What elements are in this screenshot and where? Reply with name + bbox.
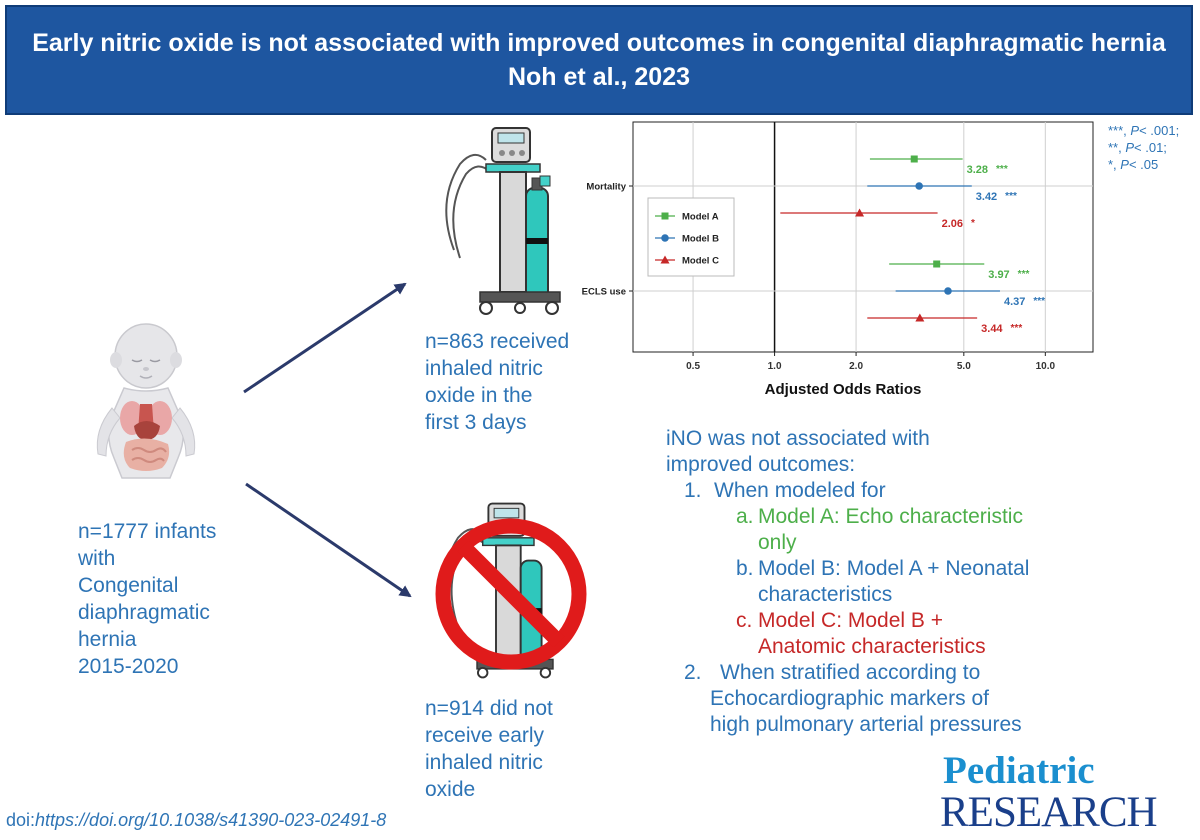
list-item: 2.When stratified according to — [684, 661, 981, 684]
legend-marker — [660, 255, 670, 264]
legend-label: Model B — [682, 234, 719, 245]
significance-stars: * — [971, 218, 975, 229]
caption-line: n=1777 infants — [78, 520, 217, 543]
caption-line: hernia — [78, 628, 137, 651]
data-label: 4.37 — [1004, 296, 1025, 308]
not-received-caption: n=914 did not receive early inhaled nitr… — [425, 695, 553, 803]
list-item-model-b-cont: characteristics — [758, 583, 893, 606]
caption-line: inhaled nitric — [425, 357, 543, 380]
list-item-cont: Echocardiographic markers of — [710, 687, 989, 710]
logo-line-2: RESEARCH — [940, 789, 1158, 836]
data-label: 3.97 — [988, 269, 1009, 281]
list-item-cont: high pulmonary arterial pressures — [710, 713, 1022, 736]
point-estimate — [933, 260, 941, 268]
caption-line: oxide in the — [425, 384, 533, 407]
data-label: 3.44 — [981, 323, 1003, 335]
significance-stars: *** — [1011, 323, 1023, 334]
doi-link[interactable]: https://doi.org/10.1038/s41390-023-02491… — [35, 810, 387, 830]
legend-marker — [661, 212, 669, 220]
legend-label: Model C — [682, 256, 719, 267]
y-category-label: Mortality — [586, 182, 626, 193]
point-estimate — [944, 287, 952, 295]
caption-line: n=863 received — [425, 330, 570, 353]
significance-stars: *** — [1033, 296, 1045, 307]
pvalue-line: **, P< .01; — [1108, 140, 1167, 155]
caption-line: oxide — [425, 778, 476, 801]
caption-line: inhaled nitric — [425, 751, 543, 774]
list-item-model-c-cont: Anatomic characteristics — [758, 635, 986, 658]
data-label: 2.06 — [942, 218, 963, 230]
list-item: 1.When modeled for — [684, 479, 886, 502]
data-label: 3.42 — [976, 191, 997, 203]
significance-stars: *** — [1018, 269, 1030, 280]
point-estimate — [915, 182, 923, 190]
list-item-model-b: b.Model B: Model A + Neonatal — [736, 557, 1030, 580]
caption-line: 2015-2020 — [78, 655, 179, 678]
received-caption: n=863 received inhaled nitric oxide in t… — [425, 328, 569, 436]
significance-stars: *** — [1005, 191, 1017, 202]
x-axis-label: Adjusted Odds Ratios — [765, 381, 922, 398]
findings-intro: improved outcomes: — [666, 453, 856, 476]
x-tick-label: 5.0 — [957, 361, 971, 372]
point-estimate — [910, 155, 918, 163]
list-item-model-a-cont: only — [758, 531, 797, 554]
oxygen-tank-cart-icon — [445, 127, 561, 315]
doi-prefix: doi: — [6, 810, 36, 830]
point-estimate — [855, 208, 865, 217]
infant-with-organs-icon — [96, 323, 196, 479]
list-item-model-c: c.Model C: Model B + — [736, 609, 944, 632]
findings-text: iNO was not associated with improved out… — [666, 426, 1029, 738]
pvalue-line: *, P< .05 — [1108, 157, 1159, 172]
pvalue-legend: ***, P< .001; **, P< .01; *, P< .05 — [1108, 122, 1179, 173]
title-banner: Early nitric oxide is not associated wit… — [5, 5, 1193, 115]
x-tick-label: 10.0 — [1036, 361, 1056, 372]
logo-line-1: Pediatric — [943, 749, 1095, 792]
point-estimate — [915, 313, 925, 322]
data-label: 3.28 — [967, 164, 988, 176]
caption-line: Congenital — [78, 574, 179, 597]
title-line-1: Early nitric oxide is not associated wit… — [32, 29, 1166, 57]
no-symbol-icon — [435, 502, 587, 679]
caption-line: n=914 did not — [425, 697, 553, 720]
findings-intro: iNO was not associated with — [666, 427, 930, 450]
journal-logo: Pediatric RESEARCH — [940, 749, 1190, 836]
legend-marker — [661, 234, 669, 242]
significance-stars: *** — [996, 164, 1008, 175]
caption-line: diaphragmatic — [78, 601, 210, 624]
doi-citation: doi:https://doi.org/10.1038/s41390-023-0… — [6, 810, 386, 831]
x-tick-label: 2.0 — [849, 361, 863, 372]
caption-line: first 3 days — [425, 411, 527, 434]
title-line-2: Noh et al., 2023 — [507, 63, 691, 91]
caption-line: with — [78, 547, 116, 570]
infants-caption: n=1777 infants with Congenital diaphragm… — [78, 518, 216, 680]
y-category-label: ECLS use — [582, 287, 626, 298]
legend-label: Model A — [682, 212, 719, 223]
x-tick-label: 0.5 — [686, 361, 700, 372]
pvalue-line: ***, P< .001; — [1108, 123, 1180, 138]
caption-line: receive early — [425, 724, 545, 747]
arrow-icon — [243, 282, 412, 598]
x-tick-label: 1.0 — [768, 361, 782, 372]
list-item-model-a: a.Model A: Echo characteristic — [736, 505, 1023, 528]
